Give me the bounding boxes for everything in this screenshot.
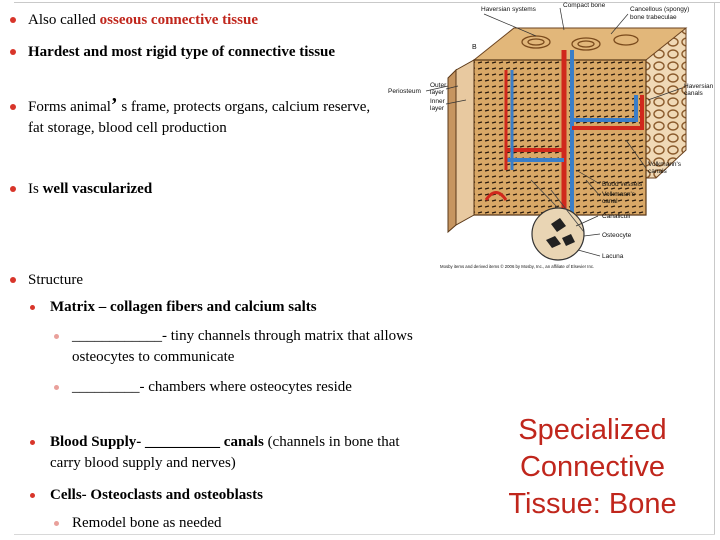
label-compact-bone: Compact bone [563, 2, 606, 9]
label-figure-letter: B [472, 44, 477, 51]
title-line-3: Tissue: Bone [508, 488, 677, 520]
frame-top-line [14, 2, 720, 3]
bone-structure-diagram: Haversian systems Compact bone Cancellou… [388, 2, 714, 269]
label-lacuna: Lacuna [602, 253, 624, 260]
haversian-system-rings [521, 34, 639, 51]
label-haversian-canals-2: canals [684, 90, 704, 97]
osseous-term: osseous connective tissue [99, 12, 258, 28]
bullet-text: Is [28, 181, 43, 197]
title-line-1: Specialized [518, 414, 667, 446]
bullet-forms-frame: Forms animal’ s frame, protects organs, … [10, 94, 380, 139]
leader-lines [425, 7, 683, 257]
label-volkmanns-canal-2: canal [602, 198, 618, 205]
label-cancellous-2: bone trabeculae [630, 14, 677, 21]
bullet-bold-text: well vascularized [42, 181, 153, 197]
blood-vessels-drawing [484, 50, 644, 215]
bullet-text: Structure [28, 272, 83, 288]
label-inner-layer-1: Inner [430, 98, 446, 105]
bullet-canaliculi-blank: ____________- tiny channels through matr… [54, 326, 424, 368]
bullet-text: Cells- Osteoclasts and osteoblasts [50, 487, 263, 503]
bullet-text: Forms animal [28, 99, 111, 115]
label-volkmanns-canals-2: canals [648, 168, 668, 175]
bullet-text: Remodel bone as needed [72, 515, 222, 531]
osteocyte-zoom-circle [531, 207, 585, 261]
bullet-remodel: Remodel bone as needed [54, 513, 424, 534]
label-periosteum: Periosteum [388, 88, 421, 95]
bullet-dot [10, 17, 16, 23]
bullet-dot [54, 521, 59, 526]
bullet-blood-supply: Blood Supply- __________ canals (channel… [30, 432, 430, 474]
bullet-cells: Cells- Osteoclasts and osteoblasts [30, 485, 430, 506]
bullet-text: (channels in bone that carry blood suppl… [50, 434, 400, 471]
label-osteocyte: Osteocyte [602, 232, 632, 239]
label-canaliculi: Canaliculi [602, 213, 630, 220]
bullet-text-cont: s frame, protects organs, calcium reserv… [28, 99, 371, 136]
bullet-vascularized: Is well vascularized [10, 179, 390, 200]
bullet-also-called: Also called osseous connective tissue [10, 10, 390, 31]
bullet-dot [30, 440, 35, 445]
bullet-dot [54, 334, 59, 339]
apostrophe: ’ [110, 94, 118, 116]
bullet-dot [30, 493, 35, 498]
label-credit: Mosby items and derived items © 2006 by … [440, 264, 594, 269]
bullet-text: Also called [28, 12, 100, 28]
label-volkmanns-canals-1: Volkmann's [648, 161, 682, 168]
label-volkmanns-canal-1: Volkmann's [602, 191, 636, 198]
periosteum-layers [455, 59, 475, 226]
title-line-2: Connective [519, 451, 666, 483]
bullet-structure: Structure [10, 270, 390, 291]
fill-in-blank: ____________ [72, 328, 162, 344]
bullet-dot [10, 104, 16, 110]
bullet-text: Matrix – collagen fibers and calcium sal… [50, 299, 317, 315]
bullet-dot [54, 385, 59, 390]
bullet-bold-text: Blood Supply- __________ canals [50, 434, 264, 450]
label-outer-layer-1: Outer [430, 82, 447, 89]
bullet-matrix: Matrix – collagen fibers and calcium sal… [30, 297, 430, 318]
bullet-dot [10, 186, 16, 192]
bullet-text: - chambers where osteocytes reside [139, 379, 352, 395]
bullet-text: - tiny channels through matrix that allo… [72, 328, 413, 365]
label-cancellous-1: Cancellous (spongy) [630, 6, 689, 13]
frame-bottom-line [14, 534, 715, 535]
bullet-dot [10, 277, 16, 283]
bullet-dot [10, 49, 16, 55]
periosteum-outer [447, 68, 457, 234]
label-haversian-systems: Haversian systems [481, 6, 537, 13]
bullet-hardest: Hardest and most rigid type of connectiv… [10, 42, 396, 63]
slide-title: Specialized Connective Tissue: Bone [470, 412, 715, 523]
bullet-lacuna-blank: _________- chambers where osteocytes res… [54, 377, 424, 398]
label-outer-layer-2: layer [430, 89, 445, 96]
bullet-text: Hardest and most rigid type of connectiv… [28, 44, 336, 60]
label-inner-layer-2: layer [430, 105, 445, 112]
osteocyte-cells [546, 218, 575, 248]
fill-in-blank: _________ [72, 379, 140, 395]
frame-right-line [714, 2, 715, 534]
label-blood-vessels: Blood vessels [602, 181, 643, 188]
label-haversian-canals-1: Haversian [684, 83, 714, 90]
bullet-dot [30, 305, 35, 310]
